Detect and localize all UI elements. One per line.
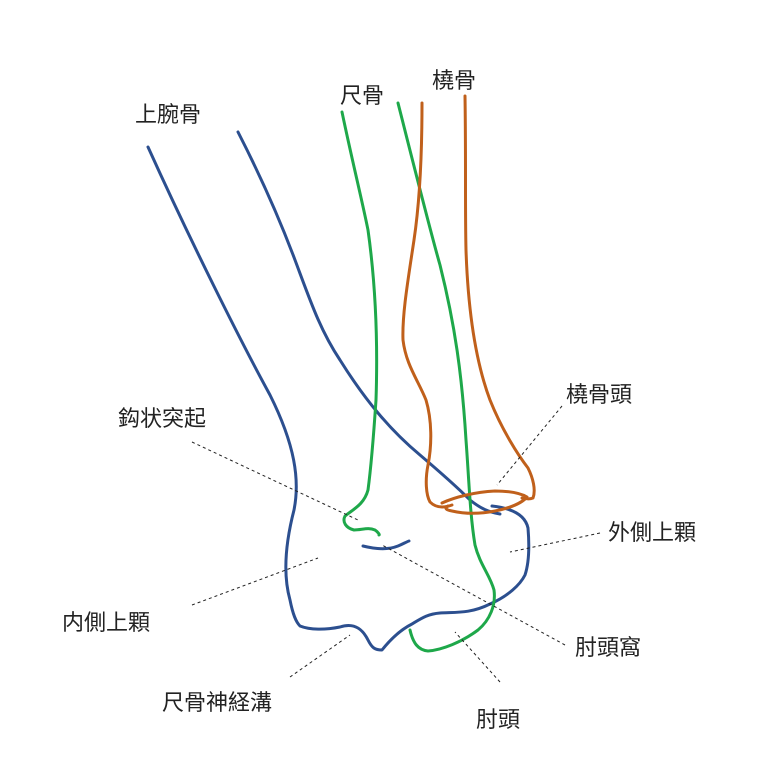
label-olecranon: 肘頭	[476, 708, 520, 733]
label-ulnar-nerve-groove: 尺骨神経溝	[162, 691, 272, 716]
leader-ulnar-nerve-groove	[289, 634, 351, 678]
humerus-shaft-left	[146, 145, 531, 652]
radius-left	[401, 101, 454, 509]
leader-olecranon-fossa	[381, 544, 566, 646]
leader-lines	[191, 405, 601, 683]
label-radius: 橈骨	[432, 69, 476, 94]
ulna-right	[396, 101, 496, 653]
leader-olecranon	[454, 631, 501, 683]
humerus-fossa-edge	[361, 539, 411, 551]
ulna-left	[340, 110, 381, 537]
label-medial-epicondyle: 内側上顆	[62, 611, 150, 636]
label-olecranon-fossa: 肘頭窩	[575, 636, 641, 661]
radius-head-rim	[440, 489, 529, 515]
humerus-shaft-right	[236, 130, 502, 516]
leader-radial-head	[496, 405, 563, 486]
label-coronoid-process: 鈎状突起	[118, 407, 206, 432]
label-radial-head: 橈骨頭	[566, 383, 632, 408]
leader-medial-epicondyle	[191, 557, 319, 606]
label-lateral-epicondyle: 外側上顆	[608, 521, 696, 546]
leader-coronoid-process	[191, 441, 359, 521]
radius-right	[463, 94, 536, 501]
label-humerus: 上腕骨	[135, 103, 201, 128]
leader-lateral-epicondyle	[509, 532, 601, 553]
label-ulna: 尺骨	[340, 84, 384, 109]
